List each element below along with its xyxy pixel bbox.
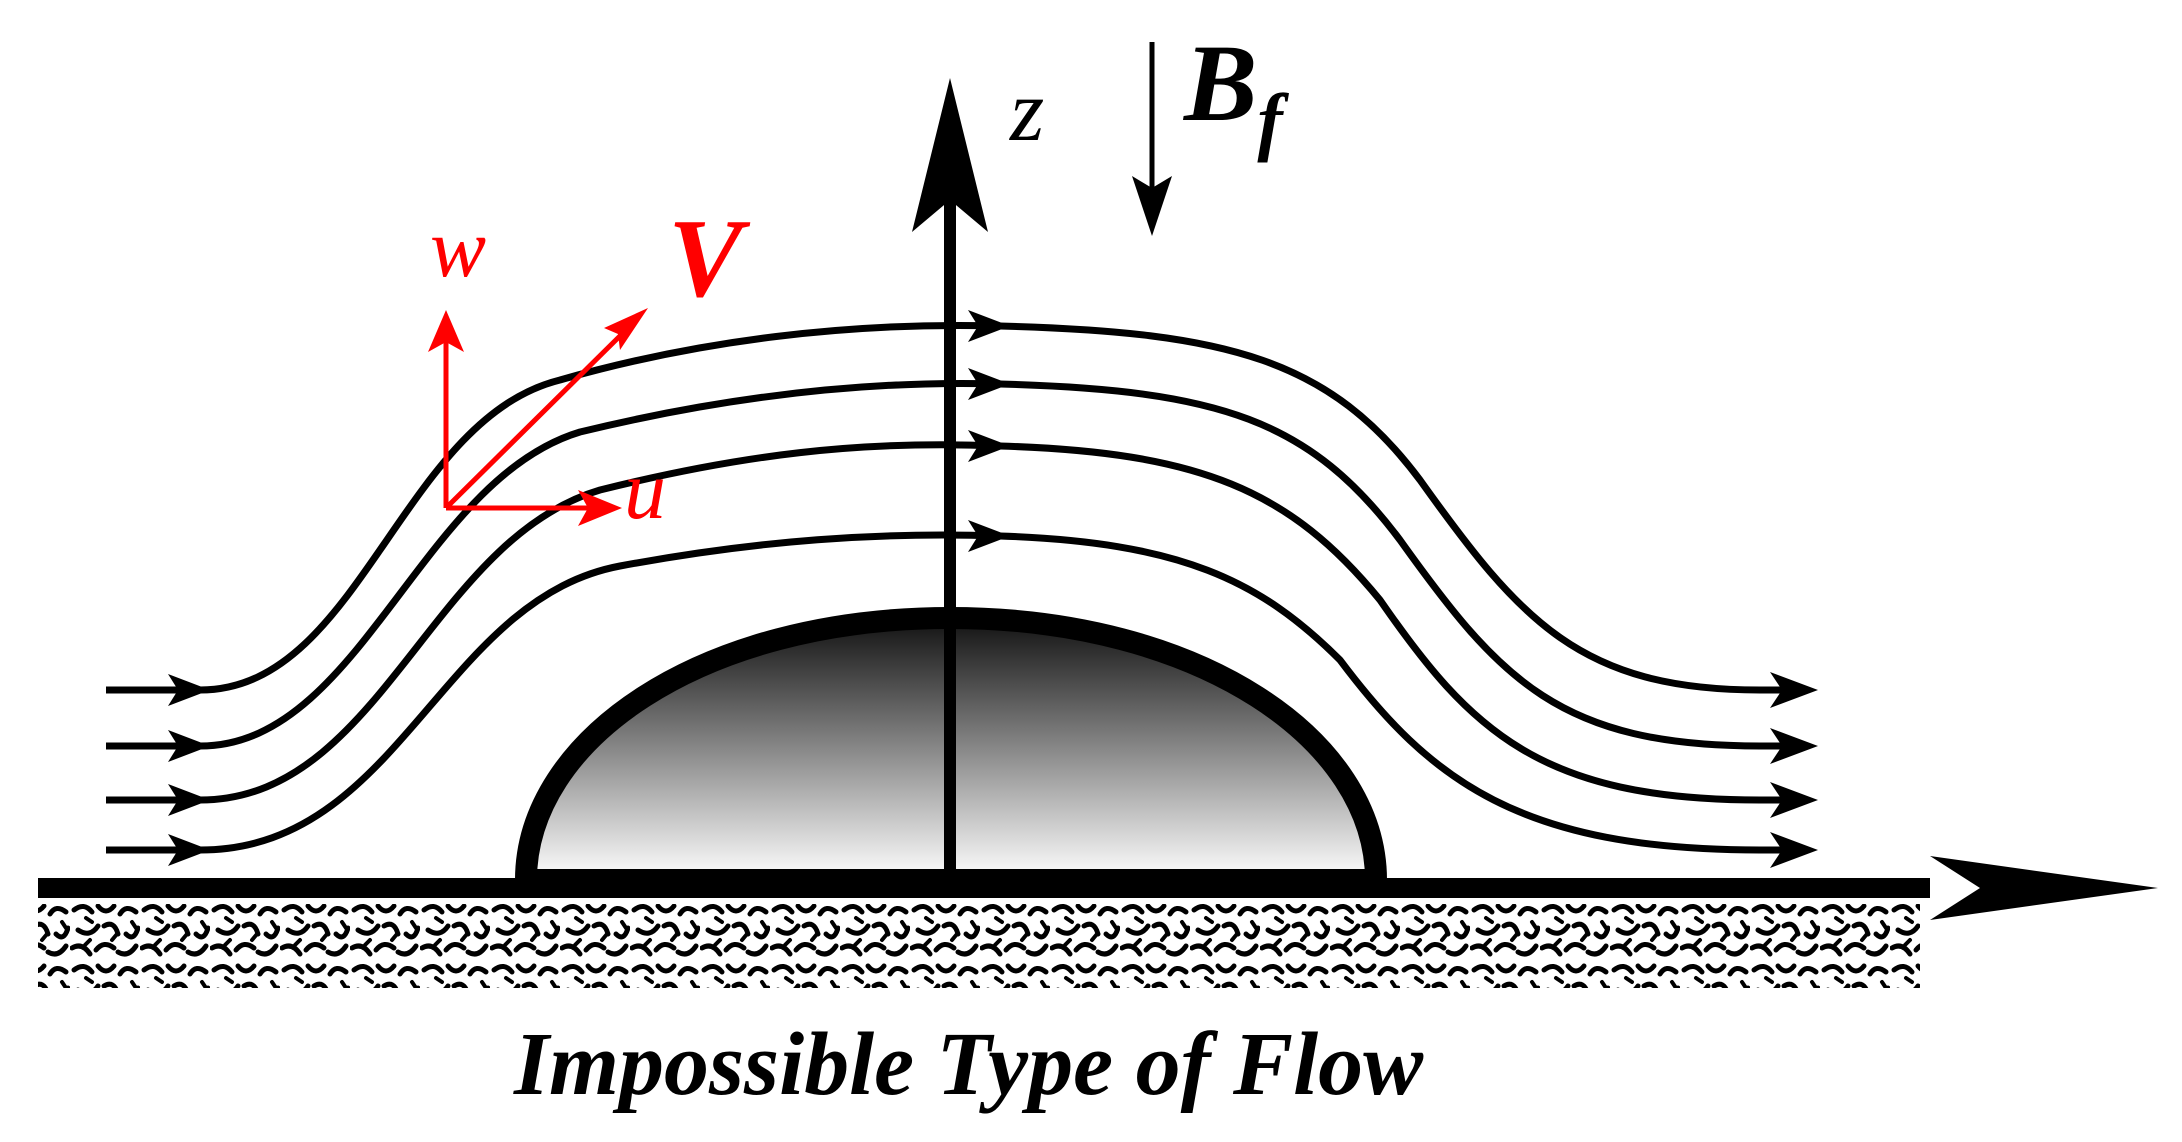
body-force-arrow: [1132, 176, 1172, 236]
arrowhead: [968, 310, 1010, 342]
v-arrowhead: [604, 308, 648, 350]
velocity-label: V: [668, 197, 751, 321]
x-axis-arrow: [1930, 856, 2158, 920]
arrowhead: [168, 784, 210, 816]
arrowhead: [1770, 782, 1818, 818]
outlet-arrowheads: [1770, 672, 1818, 868]
arrowhead: [968, 368, 1010, 400]
arrowhead: [168, 730, 210, 762]
u-arrowhead: [578, 490, 622, 526]
velocity-vectors: [443, 328, 628, 511]
arrowhead: [1770, 832, 1818, 868]
arrowhead: [1770, 672, 1818, 708]
arrowhead: [968, 430, 1010, 462]
body-force-subscript: f: [1257, 79, 1289, 163]
arrowhead: [968, 520, 1010, 552]
arrowhead: [1770, 728, 1818, 764]
w-component-label: w: [430, 202, 486, 295]
v-vector-line: [444, 328, 628, 510]
arrowhead: [168, 674, 210, 706]
center-arrowheads: [968, 310, 1010, 552]
arrowhead: [168, 834, 210, 866]
z-axis-label: z: [1009, 63, 1044, 160]
inlet-arrowheads: [168, 674, 210, 866]
body-force-main: B: [1182, 22, 1257, 144]
substrate-hatch: [38, 904, 1920, 988]
diagram-caption: Impossible Type of Flow: [513, 1015, 1424, 1114]
w-arrowhead: [428, 310, 464, 352]
u-component-label: u: [624, 444, 666, 537]
z-axis-arrow: [912, 78, 988, 232]
body-force-label: Bf: [1182, 22, 1289, 163]
